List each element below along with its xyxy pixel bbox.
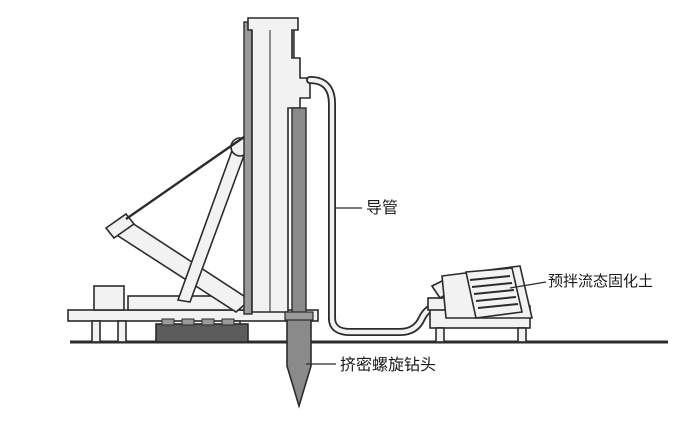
crawler-track xyxy=(155,323,249,343)
drill-collar xyxy=(284,311,314,321)
guide-pipe xyxy=(306,76,456,336)
drill-head-label: 挤密螺旋钻头 xyxy=(340,355,437,374)
drill-rod xyxy=(291,107,307,319)
premixed-soil-leader xyxy=(509,281,547,289)
brace-arm xyxy=(104,136,252,313)
rig-mast xyxy=(243,17,311,315)
mixer-drum-stripes xyxy=(469,275,519,309)
premixed-soil-label: 预拌流态固化土 xyxy=(548,272,654,290)
track-wheels xyxy=(161,318,235,326)
drill-head-shape xyxy=(286,317,312,409)
guide-pipe-label: 导管 xyxy=(366,198,399,217)
